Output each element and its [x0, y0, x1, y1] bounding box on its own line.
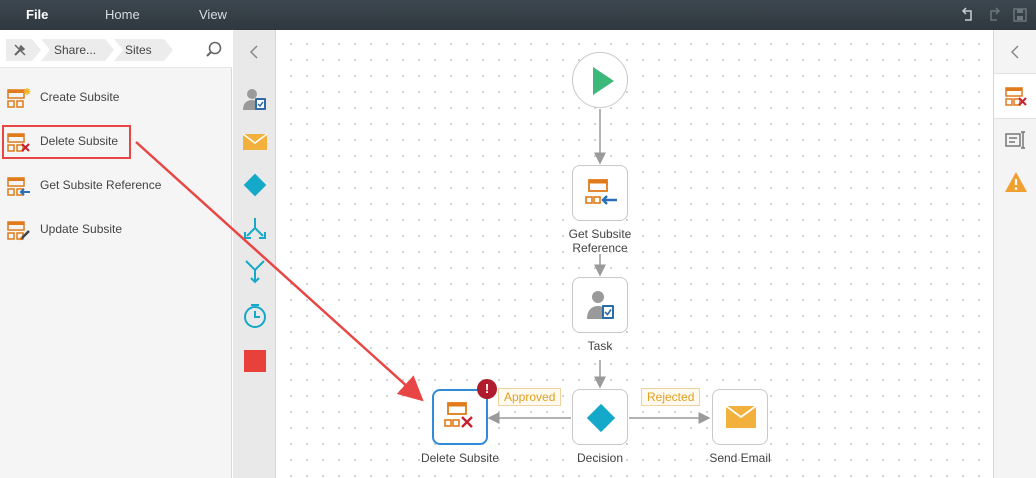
- delete-subsite-icon: [7, 131, 31, 153]
- collapse-left-icon[interactable]: [247, 44, 263, 60]
- node-label: Delete Subsite: [420, 451, 500, 465]
- node-delete-subsite[interactable]: [432, 389, 488, 445]
- get-subsite-reference-icon: [585, 179, 617, 205]
- breadcrumb-share[interactable]: Share...: [41, 39, 114, 61]
- properties-panel: [993, 30, 1036, 478]
- start-node[interactable]: [572, 52, 628, 108]
- error-badge[interactable]: !: [477, 379, 497, 399]
- top-menu-bar: File Home View: [0, 0, 1036, 30]
- node-get-subsite-reference[interactable]: [572, 165, 628, 221]
- split-icon[interactable]: [242, 216, 268, 242]
- redo-icon[interactable]: [986, 7, 1002, 23]
- action-update-subsite[interactable]: Update Subsite: [0, 210, 232, 250]
- start-play-icon: [593, 67, 614, 95]
- email-icon: [725, 405, 757, 428]
- toolbox-column: [233, 30, 276, 478]
- task-icon[interactable]: [242, 86, 268, 112]
- action-delete-subsite[interactable]: Delete Subsite: [0, 122, 232, 162]
- action-label: Get Subsite Reference: [40, 178, 162, 192]
- search-icon[interactable]: [204, 40, 224, 60]
- action-label: Delete Subsite: [40, 134, 119, 148]
- node-task[interactable]: [572, 277, 628, 333]
- action-label: Update Subsite: [40, 222, 123, 236]
- update-subsite-icon: [7, 219, 31, 241]
- menu-file[interactable]: File: [26, 7, 49, 22]
- condition-approved[interactable]: Approved: [498, 388, 562, 406]
- breadcrumb-sites[interactable]: Sites: [114, 39, 173, 61]
- action-label: Create Subsite: [40, 90, 120, 104]
- get-subsite-reference-icon: [7, 175, 31, 197]
- warning-icon[interactable]: [1004, 170, 1028, 194]
- highlight-box: [2, 125, 131, 159]
- condition-rejected[interactable]: Rejected: [641, 388, 701, 406]
- create-subsite-icon: [7, 87, 31, 109]
- actions-panel: Share... Sites Create Subsite Delete Sub…: [0, 30, 232, 478]
- email-icon[interactable]: [242, 129, 268, 155]
- collapse-right-icon[interactable]: [1008, 44, 1024, 60]
- delete-subsite-icon: [444, 402, 473, 428]
- node-decision[interactable]: [572, 389, 628, 445]
- menu-view[interactable]: View: [199, 7, 227, 22]
- node-send-email[interactable]: [712, 389, 768, 445]
- properties-tab-action[interactable]: [994, 73, 1036, 119]
- save-icon[interactable]: [1012, 7, 1028, 23]
- decision-icon[interactable]: [242, 172, 268, 198]
- text-field-icon[interactable]: [1004, 128, 1028, 152]
- tools-icon: [14, 44, 26, 56]
- merge-icon[interactable]: [242, 259, 268, 285]
- task-icon: [587, 291, 614, 319]
- action-create-subsite[interactable]: Create Subsite: [0, 78, 232, 118]
- end-icon[interactable]: [242, 348, 268, 374]
- menu-home[interactable]: Home: [105, 7, 140, 22]
- decision-icon: [586, 403, 616, 433]
- node-label: Send Email: [709, 451, 771, 465]
- undo-icon[interactable]: [960, 7, 976, 23]
- action-get-subsite-reference[interactable]: Get Subsite Reference: [0, 166, 232, 206]
- connectors: [487, 109, 711, 424]
- node-label: Task: [587, 339, 613, 353]
- breadcrumb: Share... Sites: [0, 30, 232, 68]
- timer-icon[interactable]: [242, 303, 268, 329]
- delete-subsite-icon: [1005, 87, 1027, 106]
- node-label: Decision: [576, 451, 624, 465]
- breadcrumb-home[interactable]: [6, 39, 41, 61]
